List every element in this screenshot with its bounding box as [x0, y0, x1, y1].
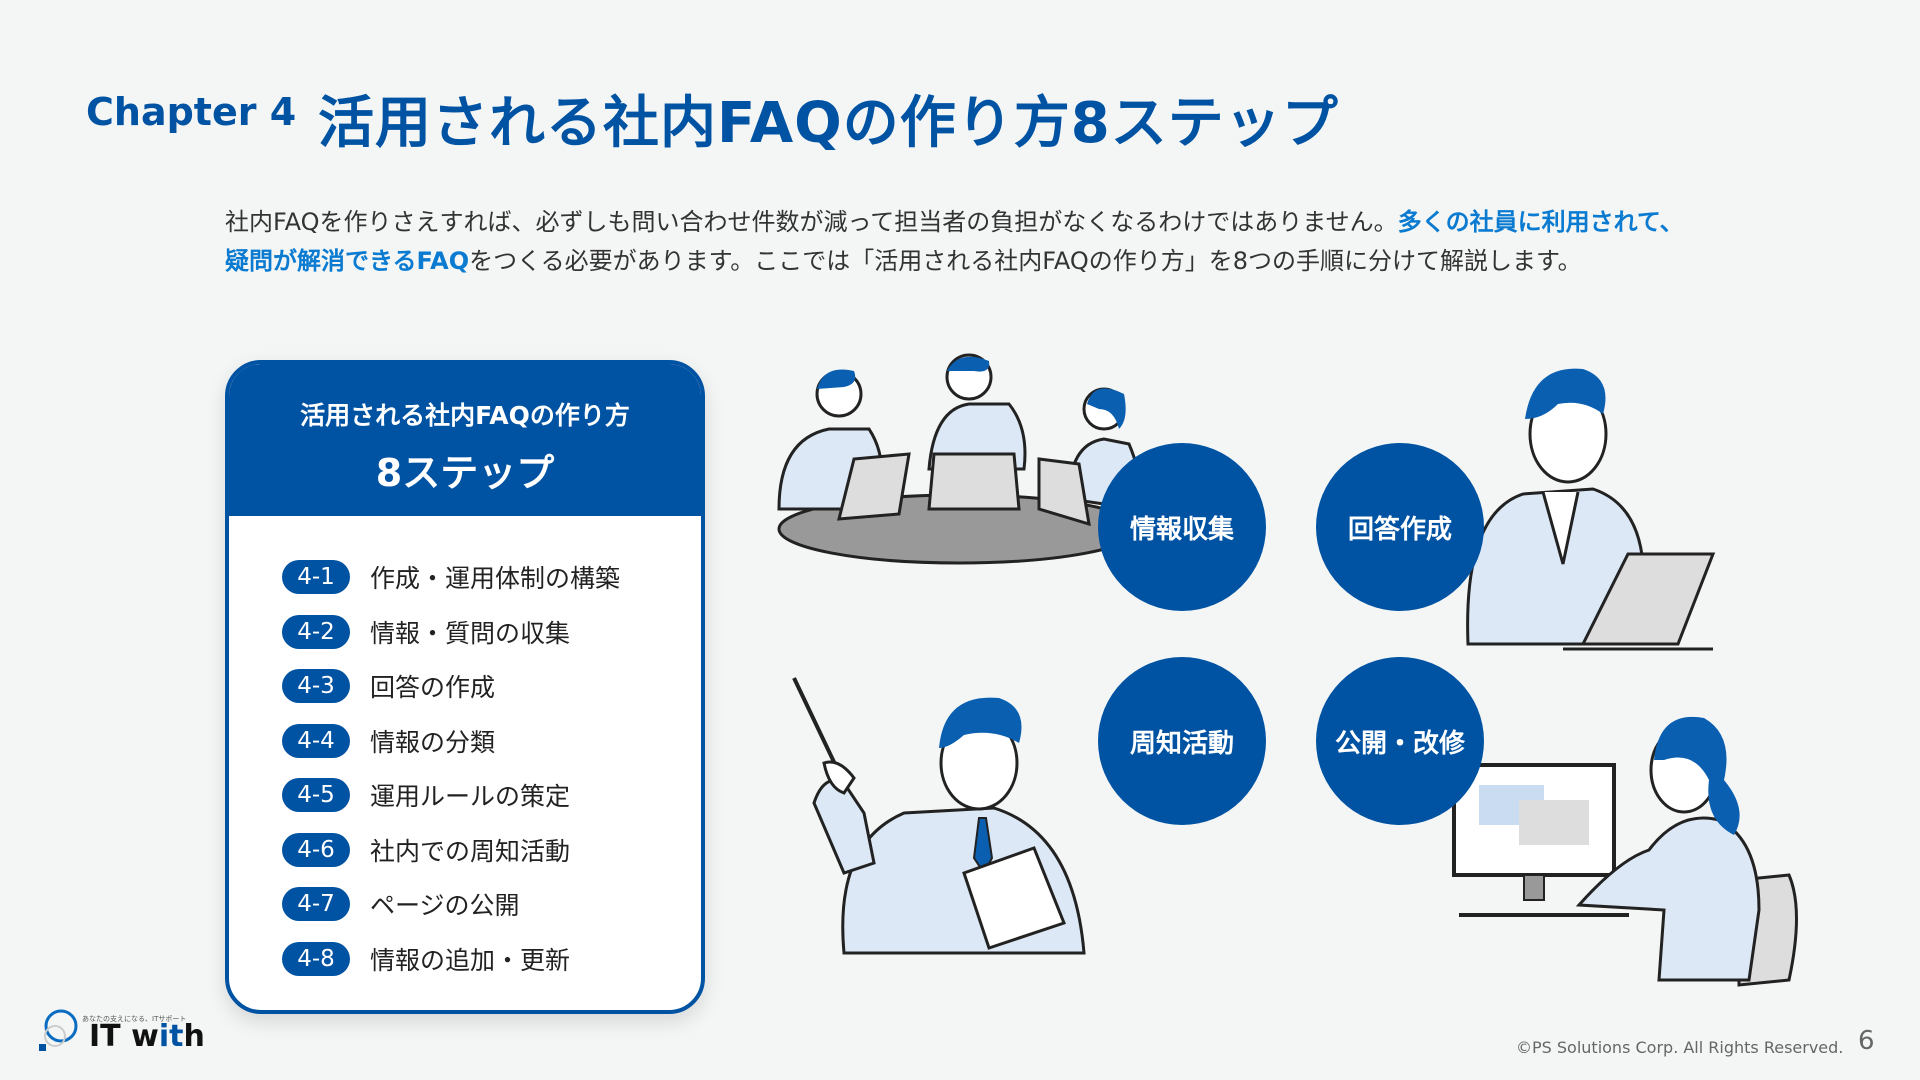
step-number: 4-4: [282, 723, 350, 758]
step-number: 4-2: [282, 614, 350, 649]
step-label: 作成・運用体制の構築: [370, 564, 621, 594]
intro-highlight: 多くの社員に利用されて、疑問が解消できるFAQ: [225, 208, 1684, 275]
step-number: 4-1: [282, 560, 350, 595]
step-number: 4-8: [282, 941, 350, 976]
copyright: ©PS Solutions Corp. All Rights Reserved.: [1516, 1038, 1844, 1057]
step-label: 情報の追加・更新: [370, 945, 571, 975]
woman-at-computer-illustration: [1452, 716, 1798, 987]
step-item[interactable]: 4-6 社内での周知活動: [282, 823, 701, 878]
step-item[interactable]: 4-1 作成・運用体制の構築: [282, 550, 701, 605]
step-item[interactable]: 4-5 運用ルールの策定: [282, 768, 701, 823]
step-item[interactable]: 4-4 情報の分類: [282, 714, 701, 769]
step-label: 情報・質問の収集: [370, 618, 571, 648]
step-label: 社内での周知活動: [370, 836, 571, 866]
circle-answer-creation: 回答作成: [1316, 443, 1484, 611]
logo-bubble-icon: [39, 1009, 78, 1051]
intro-text-1: 社内FAQを作りさえすれば、必ずしも問い合わせ件数が減って担当者の負担がなくなる…: [225, 208, 1398, 236]
circle-publish-improve: 公開・改修: [1316, 657, 1484, 825]
page-title: 活用される社内FAQの作り方8ステップ: [318, 91, 1339, 156]
logo-name: IT with: [89, 1022, 205, 1052]
logo-part: w: [131, 1019, 159, 1054]
step-item[interactable]: 4-3 回答の作成: [282, 659, 701, 714]
circle-info-collection: 情報収集: [1098, 443, 1266, 611]
step-number: 4-5: [282, 778, 350, 813]
logo-part: h: [183, 1019, 205, 1054]
step-label: ページの公開: [370, 891, 520, 921]
step-label: 運用ルールの策定: [370, 782, 571, 812]
presenter-illustration: [792, 677, 1086, 955]
step-item[interactable]: 4-8 情報の追加・更新: [282, 932, 701, 987]
step-number: 4-6: [282, 832, 350, 867]
steps-card: 活用される社内FAQの作り方 8ステップ 4-1 作成・運用体制の構築 4-2 情報…: [225, 360, 705, 1014]
man-with-laptop-illustration: [1466, 368, 1716, 651]
card-title: 活用される社内FAQの作り方: [300, 401, 630, 430]
page-number: 6: [1858, 1026, 1875, 1056]
itwith-logo: あなたの支えになる、ITサポート IT with: [37, 1008, 205, 1052]
step-item[interactable]: 4-2 情報・質問の収集: [282, 605, 701, 660]
step-label: 回答の作成: [370, 673, 496, 703]
intro-paragraph: 社内FAQを作りさえすれば、必ずしも問い合わせ件数が減って担当者の負担がなくなる…: [225, 203, 1700, 281]
circle-awareness: 周知活動: [1098, 657, 1266, 825]
step-number: 4-7: [282, 887, 350, 922]
step-item[interactable]: 4-7 ページの公開: [282, 877, 701, 932]
step-number: 4-3: [282, 669, 350, 704]
meeting-illustration: [777, 353, 1142, 565]
intro-text-2: をつくる必要があります。ここでは「活用される社内FAQの作り方」を8つの手順に分…: [469, 247, 1582, 275]
step-label: 情報の分類: [370, 727, 496, 757]
logo-tagline: あなたの支えになる、ITサポート: [82, 1015, 187, 1023]
logo-part: IT: [89, 1019, 121, 1054]
logo-part: it: [158, 1019, 184, 1054]
card-subtitle: 8ステップ: [375, 451, 555, 495]
steps-list: 4-1 作成・運用体制の構築 4-2 情報・質問の収集 4-3 回答の作成 4-4 情報…: [229, 516, 701, 986]
chapter-label: Chapter 4: [86, 90, 297, 134]
steps-card-header: 活用される社内FAQの作り方 8ステップ: [229, 364, 701, 516]
